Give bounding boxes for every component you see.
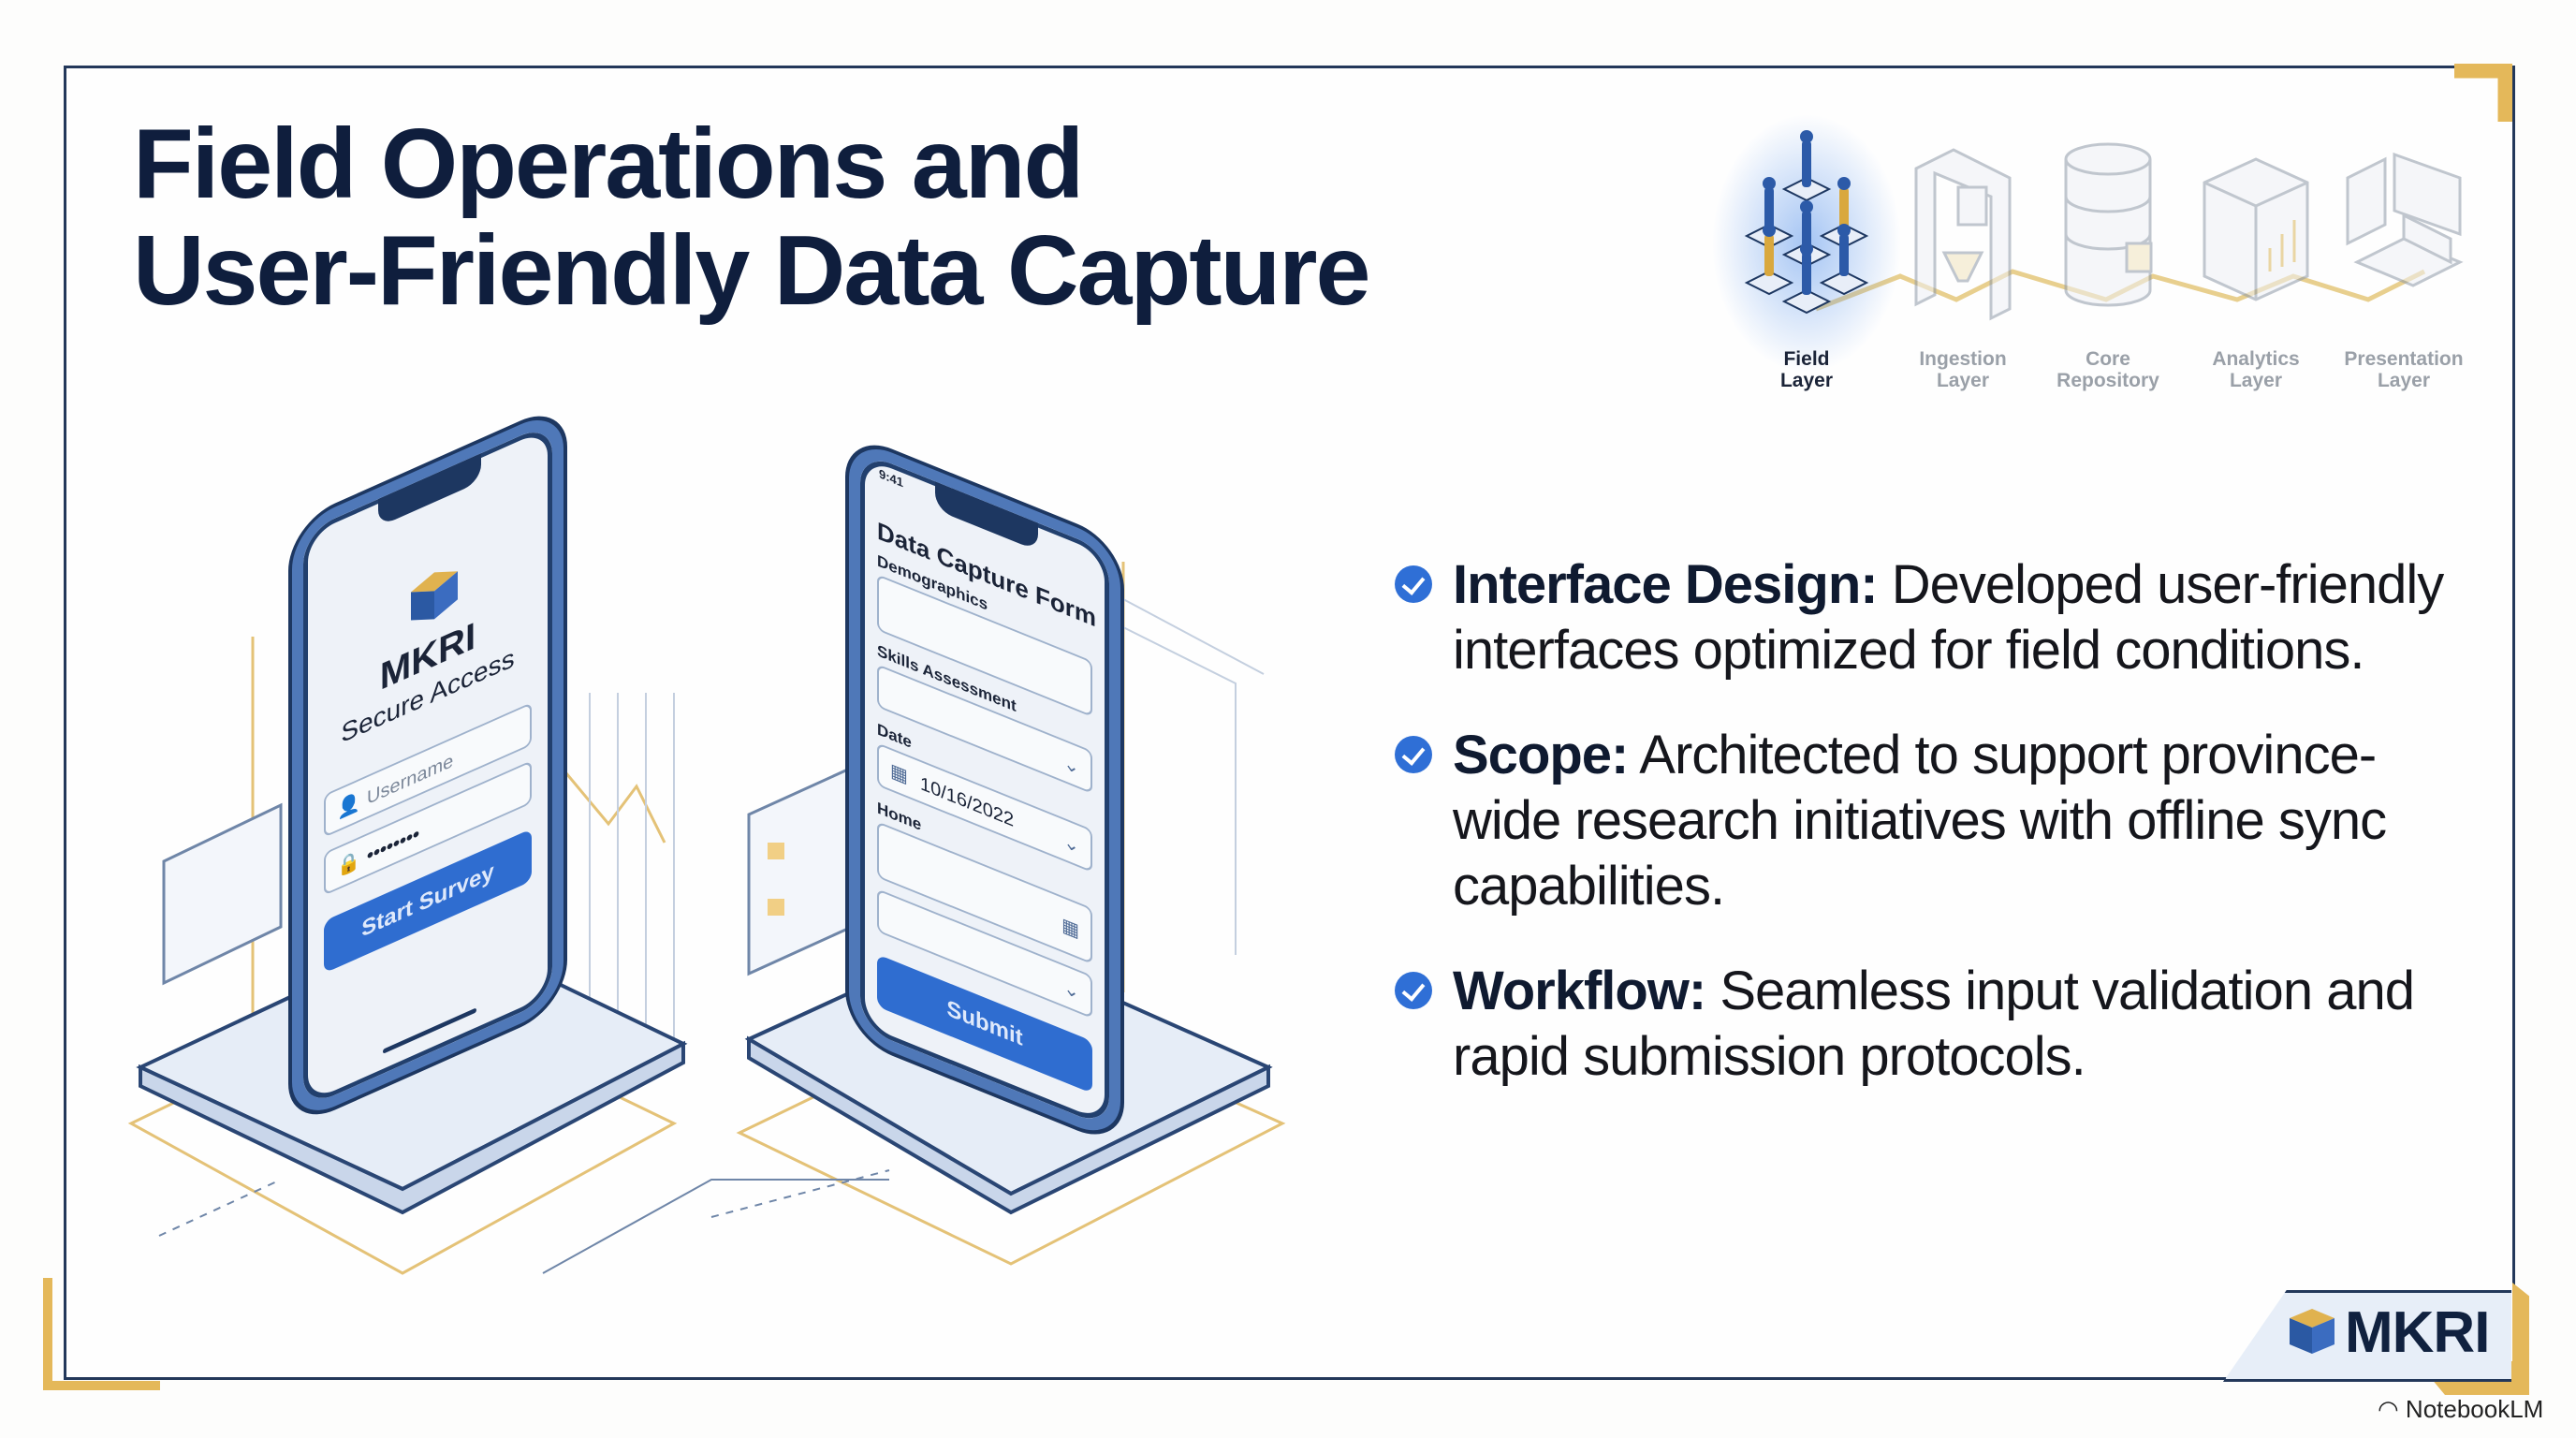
lock-icon: 🔒: [337, 848, 360, 880]
ingestion-funnel-icon: [1914, 148, 2012, 321]
calendar-icon: ▦: [1061, 914, 1079, 943]
bullet-interface-design: Interface Design: Developed user-friendl…: [1395, 552, 2481, 683]
date-value: 10/16/2022: [920, 772, 1015, 832]
layer-label-line2: Layer: [2229, 370, 2283, 391]
bullet-list: Interface Design: Developed user-friendl…: [1395, 552, 2481, 1129]
title-line-2: User-Friendly Data Capture: [133, 215, 1370, 326]
dashboard-screens-icon: [2346, 152, 2464, 287]
login-phone: MKRI Secure Access 👤Username 🔒•••••••• S…: [292, 404, 564, 1125]
chevron-down-icon: ⌄: [1063, 752, 1079, 780]
calendar-icon: ▦: [890, 759, 908, 788]
corner-accent-bottom-left: [43, 1278, 160, 1390]
layer-label-line1: Core: [2086, 348, 2130, 370]
bullet-scope: Scope: Architected to support province-w…: [1395, 723, 2481, 919]
layer-label-line2: Layer: [1936, 370, 1990, 391]
layer-label-line1: Ingestion: [1919, 348, 2007, 370]
check-circle-icon: [1395, 736, 1432, 773]
database-icon: [2064, 142, 2153, 307]
page-title: Field Operations and User-Friendly Data …: [133, 109, 1370, 326]
chevron-down-icon: ⌄: [1063, 830, 1079, 858]
side-window-left: [162, 802, 283, 986]
bullet-text: Architected to support province-wide res…: [1453, 725, 2387, 917]
logo-text: MKRI: [2345, 1300, 2490, 1365]
user-icon: 👤: [337, 790, 360, 822]
layer-label-line2: Repository: [2056, 370, 2159, 391]
bullet-heading: Scope:: [1453, 725, 1629, 785]
notebooklm-watermark: ◠ NotebookLM: [2378, 1395, 2543, 1424]
layer-label-line1: Presentation: [2344, 348, 2464, 370]
bullet-heading: Workflow:: [1453, 961, 1706, 1021]
field-workers-icon: [1744, 130, 1869, 315]
bullet-workflow: Workflow: Seamless input validation and …: [1395, 959, 2481, 1090]
status-time: 9:41: [879, 465, 904, 491]
home-indicator: [383, 1007, 476, 1054]
mkri-logo-icon: [2290, 1309, 2334, 1354]
analytics-cube-icon: [2203, 157, 2309, 301]
bullet-text: Seamless input validation and rapid subm…: [1453, 961, 2415, 1087]
layer-label-line2: Layer: [1779, 370, 1834, 391]
check-circle-icon: [1395, 565, 1432, 603]
side-window-right: [747, 765, 854, 976]
watermark-text: NotebookLM: [2405, 1395, 2544, 1423]
password-value: ••••••••: [367, 823, 420, 868]
isometric-illustration: [127, 562, 1286, 1275]
layer-label-line2: Layer: [2377, 370, 2431, 391]
check-circle-icon: [1395, 972, 1432, 1009]
mkri-logo-icon: [411, 571, 458, 621]
layer-label-line1: Field: [1783, 348, 1830, 370]
chevron-down-icon: ⌄: [1063, 976, 1079, 1005]
form-phone: 9:41 Data Capture Form Demographics Skil…: [849, 435, 1120, 1145]
bullet-heading: Interface Design:: [1453, 554, 1879, 615]
notebooklm-icon: ◠: [2378, 1395, 2406, 1423]
layer-label-line1: Analytics: [2212, 348, 2300, 370]
bullet-text: Developed user-friendly interfaces optim…: [1453, 554, 2444, 681]
title-line-1: Field Operations and: [133, 109, 1084, 219]
